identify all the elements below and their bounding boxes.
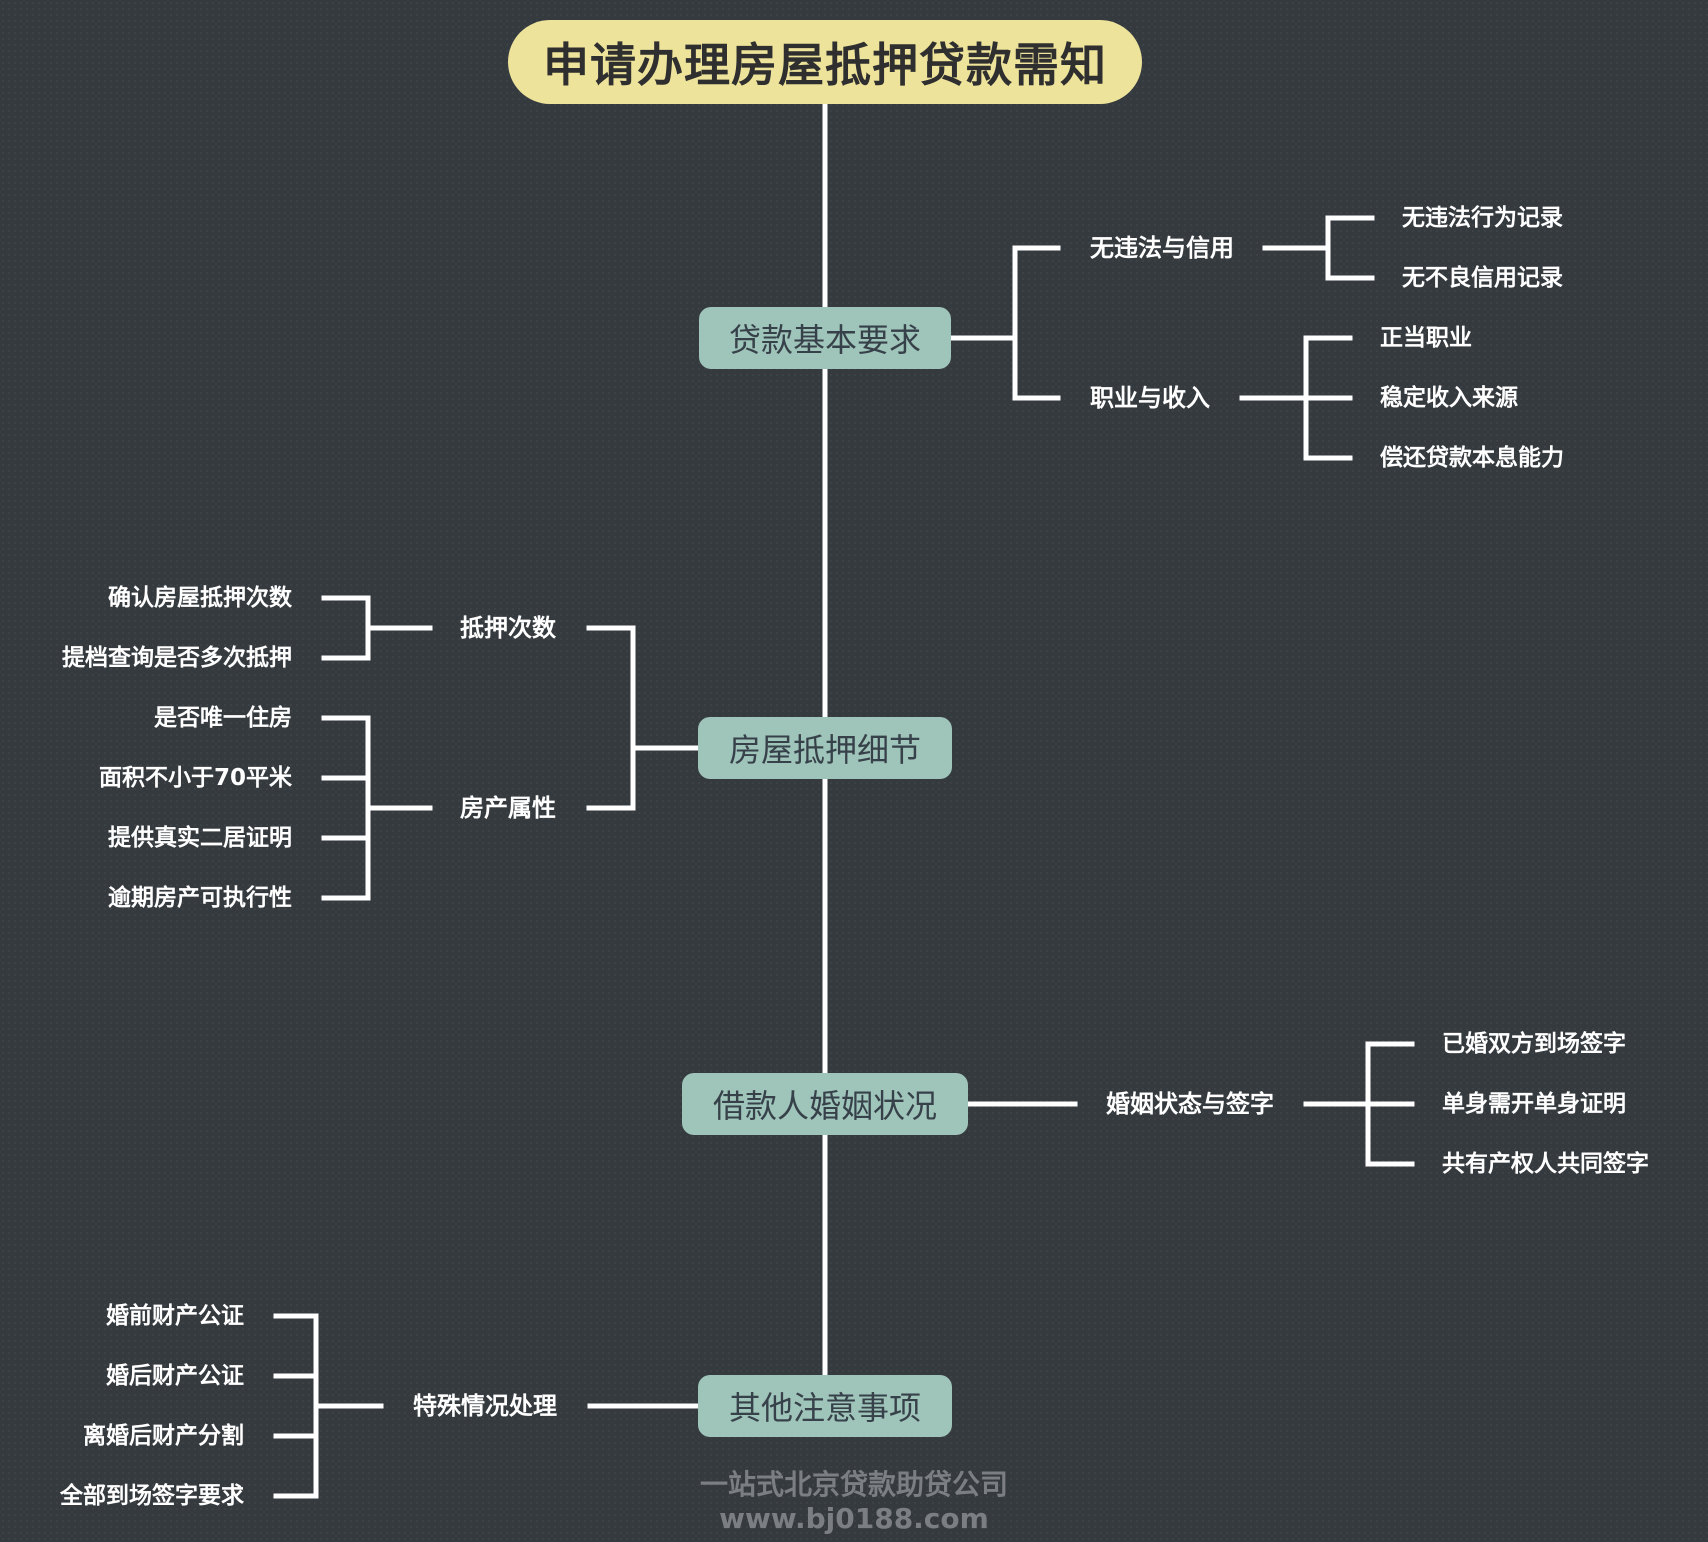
leaf-married-both-sign: 已婚双方到场签字: [1442, 1031, 1626, 1057]
connector-b2g1-bracket: [321, 595, 371, 661]
branch-marital-status: 借款人婚姻状况: [682, 1073, 968, 1135]
leaf-no-bad-credit: 无不良信用记录: [1402, 265, 1563, 291]
connector-b1g1-bracket: [1325, 215, 1375, 281]
leaf-area-min-70: 面积不小于70平米: [98, 765, 292, 791]
leaf-all-present-sign: 全部到场签字要求: [60, 1483, 244, 1509]
leaf-divorce-division: 离婚后财产分割: [83, 1423, 244, 1449]
branch-other-notes: 其他注意事项: [698, 1375, 952, 1437]
branch-mortgage-details: 房屋抵押细节: [698, 717, 952, 779]
leaf-two-bedroom-proof: 提供真实二居证明: [108, 825, 292, 851]
leaf-co-owners-sign: 共有产权人共同签字: [1442, 1151, 1649, 1177]
leaf-confirm-mortgage-count: 确认房屋抵押次数: [108, 585, 292, 611]
leaf-repayment-ability: 偿还贷款本息能力: [1380, 445, 1564, 471]
group-job-income: 职业与收入: [1090, 384, 1210, 412]
leaf-prenuptial-notary: 婚前财产公证: [106, 1303, 244, 1329]
group-marriage-signature: 婚姻状态与签字: [1106, 1090, 1274, 1118]
group-special-cases: 特殊情况处理: [413, 1392, 557, 1420]
leaf-proper-job: 正当职业: [1380, 325, 1472, 351]
group-mortgage-count: 抵押次数: [460, 614, 556, 642]
leaf-stable-income: 稳定收入来源: [1380, 385, 1518, 411]
leaf-only-residence: 是否唯一住房: [154, 705, 292, 731]
leaf-overdue-enforceability: 逾期房产可执行性: [108, 885, 292, 911]
branch-loan-requirements: 贷款基本要求: [699, 307, 951, 369]
mind-map-title: 申请办理房屋抵押贷款需知: [508, 20, 1142, 104]
leaf-query-multiple-mortgage: 提档查询是否多次抵押: [62, 645, 292, 671]
group-property-attributes: 房产属性: [460, 794, 556, 822]
connector-b4g1-bracket: [273, 1313, 319, 1499]
connector-b2-bracket: [586, 625, 636, 811]
leaf-single-certificate: 单身需开单身证明: [1442, 1091, 1626, 1117]
group-legal-credit: 无违法与信用: [1090, 234, 1234, 262]
connector-b2g2-bracket: [321, 715, 371, 901]
leaf-no-illegal-record: 无违法行为记录: [1402, 205, 1563, 231]
connector-b1-bracket: [1012, 245, 1061, 401]
watermark: 一站式北京贷款助贷公司 www.bj0188.com: [604, 1468, 1104, 1536]
watermark-url: www.bj0188.com: [719, 1502, 989, 1535]
leaf-postnuptial-notary: 婚后财产公证: [106, 1363, 244, 1389]
watermark-company: 一站式北京贷款助贷公司: [699, 1468, 1008, 1501]
